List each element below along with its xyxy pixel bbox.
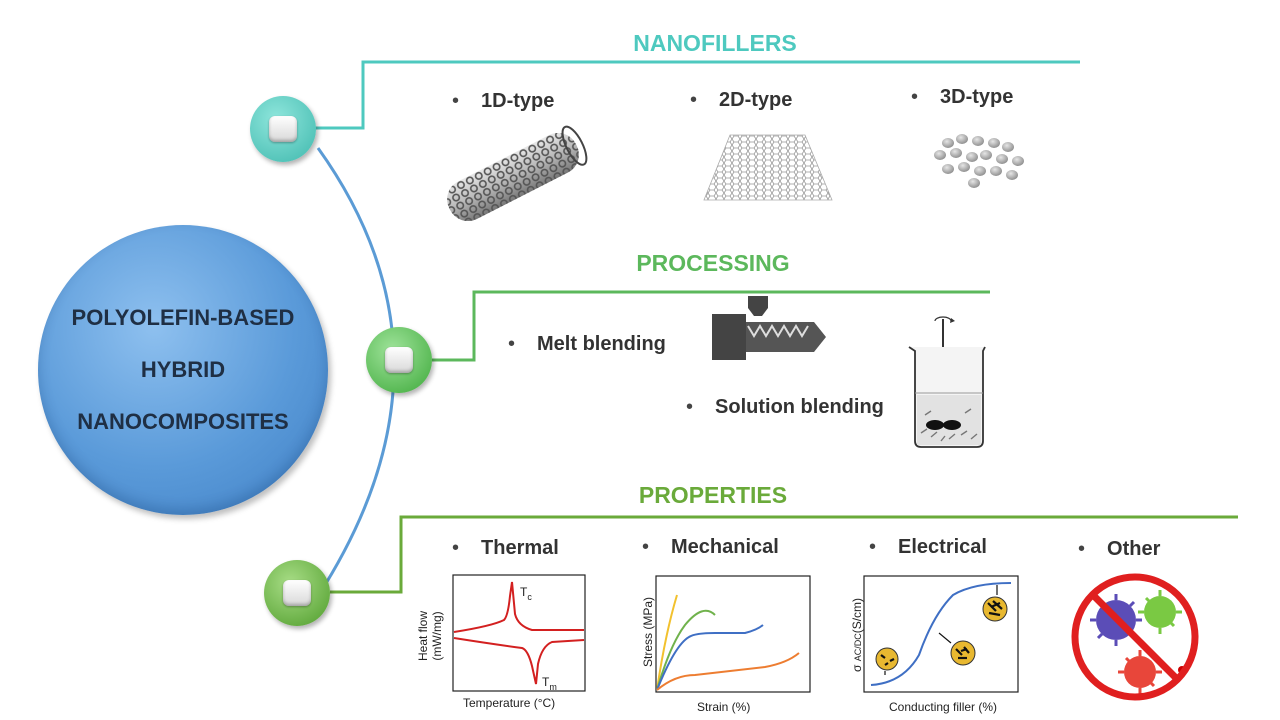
prohibition-ring bbox=[1071, 573, 1199, 701]
electrical-ylabel-unit: (S/cm) bbox=[850, 597, 864, 634]
green-virus bbox=[1138, 590, 1182, 634]
mechanical-xlabel: Strain (%) bbox=[697, 700, 751, 714]
tm-subscript: m bbox=[549, 682, 557, 692]
node-square-icon bbox=[385, 347, 413, 373]
electrical-ylabel-sub: AC/DC bbox=[853, 633, 863, 662]
antiviral-icon bbox=[1071, 573, 1199, 701]
mechanical-ylabel: Stress (MPa) bbox=[641, 597, 655, 668]
bullet-electrical: •Electrical bbox=[869, 536, 987, 558]
node-square-icon bbox=[283, 580, 311, 606]
thermal-plot: Tc Tm bbox=[452, 574, 586, 692]
thermal-ylabel: Heat flow (mW/mg) bbox=[416, 596, 444, 676]
bullet-mechanical: •Mechanical bbox=[642, 536, 779, 558]
thermal-xlabel: Temperature (°C) bbox=[463, 696, 556, 710]
electrical-ylabel-sigma: σ bbox=[850, 664, 864, 673]
main-title-line3: NANOCOMPOSITES bbox=[77, 409, 289, 434]
percolation-curve bbox=[870, 582, 1012, 686]
thermal-ylabel-line2: (mW/mg) bbox=[430, 611, 444, 661]
green-curve bbox=[656, 609, 716, 691]
bullet-2d-type-label: 2D-type bbox=[719, 89, 793, 111]
other-label: Other bbox=[1107, 538, 1161, 560]
electrical-plot bbox=[863, 575, 1019, 693]
nanofillers-node bbox=[250, 96, 316, 162]
prohibition-slash bbox=[1090, 592, 1180, 682]
processing-title: PROCESSING bbox=[636, 250, 790, 276]
thermal-ylabel-line1: Heat flow bbox=[416, 610, 430, 662]
low-filler-particle bbox=[875, 647, 899, 671]
nanofillers-title: NANOFILLERS bbox=[633, 30, 797, 56]
solution-blending-label: Solution blending bbox=[715, 396, 884, 418]
main-topic-circle: POLYOLEFIN-BASED HYBRID NANOCOMPOSITES bbox=[38, 225, 328, 515]
electrical-ylabel: σ AC/DC(S/cm) bbox=[850, 590, 864, 680]
nanotube-illustration bbox=[447, 125, 588, 222]
mechanical-label: Mechanical bbox=[671, 536, 779, 558]
blue-curve bbox=[656, 624, 764, 691]
bullet-3d-type-label: 3D-type bbox=[940, 86, 1014, 108]
bullet-melt-blending: •Melt blending bbox=[508, 333, 666, 355]
beaker-stirrer-icon bbox=[908, 316, 986, 448]
properties-connector bbox=[330, 515, 1238, 594]
bullet-other: •Other bbox=[1078, 538, 1161, 560]
bullet-3d-type: •3D-type bbox=[911, 86, 1014, 108]
processing-node bbox=[366, 327, 432, 393]
heating-curve bbox=[453, 637, 585, 685]
nanoparticles-illustration bbox=[934, 134, 1024, 188]
node-square-icon bbox=[269, 116, 297, 142]
mid-filler-particle bbox=[950, 640, 976, 666]
tc-subscript: c bbox=[527, 592, 532, 602]
tm-label: Tm bbox=[542, 675, 557, 692]
orange-curve bbox=[656, 652, 800, 691]
processing-connector bbox=[432, 290, 990, 362]
nanofillers-connector bbox=[315, 60, 1080, 130]
graphene-sheet-illustration bbox=[703, 134, 833, 201]
red-virus bbox=[1118, 650, 1162, 694]
bullet-solution-blending: •Solution blending bbox=[686, 396, 884, 418]
bullet-2d-type: •2D-type bbox=[690, 89, 793, 111]
tm-text: T bbox=[542, 675, 550, 689]
main-title-line1: POLYOLEFIN-BASED bbox=[71, 305, 295, 330]
electrical-label: Electrical bbox=[898, 536, 987, 558]
mechanical-plot bbox=[655, 575, 811, 693]
tc-label: Tc bbox=[520, 585, 532, 602]
tc-text: T bbox=[520, 585, 528, 599]
cooling-curve bbox=[453, 581, 584, 633]
yellow-curve bbox=[656, 594, 678, 691]
properties-node bbox=[264, 560, 330, 626]
electrical-xlabel: Conducting filler (%) bbox=[889, 700, 998, 714]
bullet-1d-type: •1D-type bbox=[452, 90, 555, 112]
main-title-line2: HYBRID bbox=[140, 357, 226, 382]
extruder-icon bbox=[712, 296, 826, 360]
bullet-thermal: •Thermal bbox=[452, 537, 559, 559]
bullet-1d-type-label: 1D-type bbox=[481, 90, 555, 112]
melt-blending-label: Melt blending bbox=[537, 333, 666, 355]
thermal-label: Thermal bbox=[481, 537, 559, 559]
properties-title: PROPERTIES bbox=[638, 482, 788, 508]
